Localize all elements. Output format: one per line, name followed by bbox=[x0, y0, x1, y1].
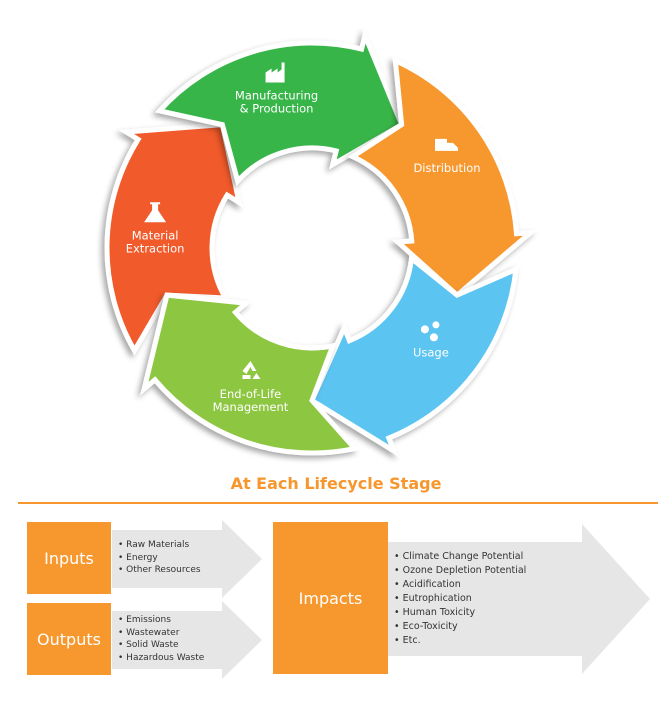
stage-arrow-manufacturing bbox=[154, 27, 405, 187]
list-item: Solid Waste bbox=[118, 639, 204, 652]
recycle-icon bbox=[242, 360, 261, 379]
list-item: Energy bbox=[118, 552, 201, 565]
stage-manufacturing: Manufacturing& Production bbox=[235, 62, 318, 116]
stage-label: Material bbox=[132, 228, 179, 242]
truck-icon bbox=[435, 138, 459, 151]
stage-label: Distribution bbox=[413, 161, 480, 175]
factory-icon bbox=[265, 62, 285, 83]
list-item: Wastewater bbox=[118, 627, 204, 640]
stage-arrow-end-of-life bbox=[140, 292, 360, 456]
list-item: Eutrophication bbox=[394, 592, 526, 606]
stage-label: & Production bbox=[240, 102, 314, 116]
list-item: Climate Change Potential bbox=[394, 550, 526, 564]
stage-label: Usage bbox=[413, 345, 449, 359]
section-title: At Each Lifecycle Stage bbox=[230, 474, 442, 493]
inputs-list: Raw Materials Energy Other Resources bbox=[118, 539, 201, 577]
impacts-list: Climate Change Potential Ozone Depletion… bbox=[394, 550, 527, 648]
list-item: Acidification bbox=[394, 578, 526, 592]
inputs-label: Inputs bbox=[44, 548, 94, 568]
stage-distribution: Distribution bbox=[413, 138, 481, 175]
stage-arrow-usage bbox=[308, 253, 519, 458]
stage-label: Manufacturing bbox=[235, 89, 318, 103]
list-item: Ozone Depletion Potential bbox=[394, 564, 527, 578]
gears-icon bbox=[420, 321, 440, 342]
stage-label: Management bbox=[213, 400, 289, 414]
outputs-label: Outputs bbox=[37, 629, 101, 649]
stage-label: Extraction bbox=[126, 241, 185, 255]
impacts-label: Impacts bbox=[298, 588, 363, 608]
list-item: Other Resources bbox=[118, 564, 200, 577]
list-item: Human Toxicity bbox=[394, 606, 526, 620]
flask-icon bbox=[144, 202, 167, 223]
list-item: Eco-Toxicity bbox=[394, 620, 526, 634]
outputs-list: Emissions Wastewater Solid Waste Hazardo… bbox=[118, 614, 204, 664]
stage-usage: Usage bbox=[413, 321, 449, 359]
stage-arrow-material-extraction bbox=[104, 121, 243, 356]
inputs-box: Inputs bbox=[27, 522, 111, 594]
outputs-box: Outputs bbox=[27, 603, 111, 675]
list-item: Hazardous Waste bbox=[118, 652, 204, 665]
list-item: Raw Materials bbox=[118, 539, 201, 552]
list-item: Etc. bbox=[394, 634, 526, 648]
impacts-box: Impacts bbox=[273, 522, 388, 674]
section-divider bbox=[18, 502, 658, 504]
stage-label: End-of-Life bbox=[220, 387, 282, 401]
list-item: Emissions bbox=[118, 614, 204, 627]
stage-arrow-distribution bbox=[347, 56, 538, 299]
